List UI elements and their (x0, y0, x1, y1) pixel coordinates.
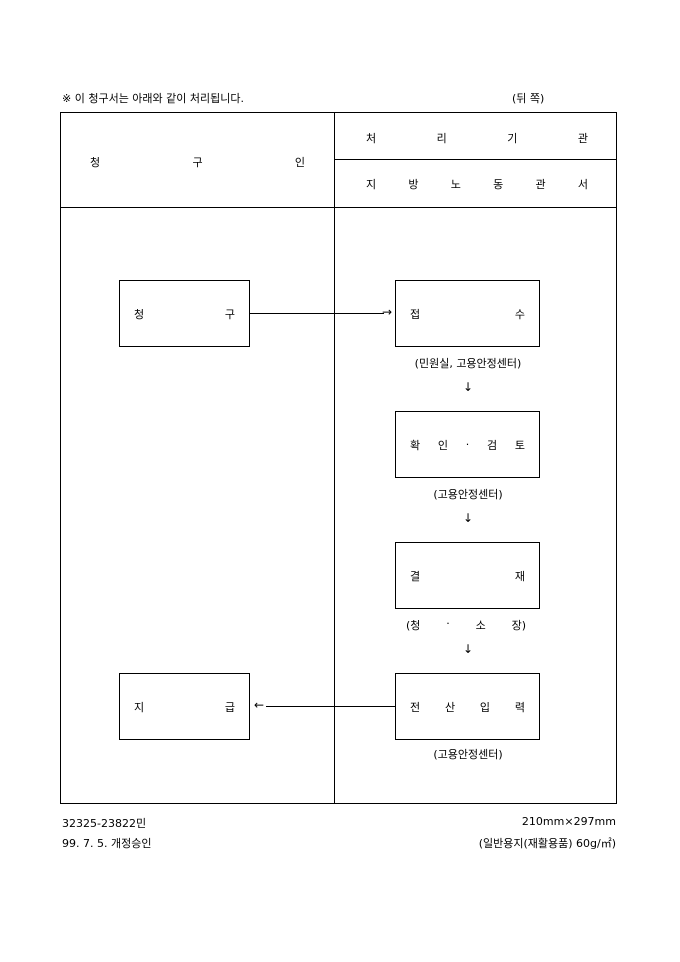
processing-org-name-char: 동 (493, 178, 504, 191)
data-entry-box-char: 력 (514, 700, 525, 714)
form-number: 32325-23822민 (62, 817, 147, 830)
header-bottom-line (60, 207, 617, 208)
data-entry-box-char: 전 (410, 700, 421, 714)
approval-box-char: 결 (410, 569, 421, 583)
processing-org-header-char: 기 (507, 132, 518, 145)
claimant-header-char: 인 (294, 156, 305, 169)
processing-org-header-char: 처 (366, 132, 377, 145)
processing-org-header-char: 리 (436, 132, 447, 145)
processing-org-name: 지 방 노 동 관 서 (366, 176, 588, 192)
processing-org-header: 처 리 기 관 (366, 130, 588, 146)
right-arrow-icon: → (382, 305, 393, 319)
approval-caption-char: · (446, 617, 450, 630)
verification-review-box: 확 인 · 검 토 (395, 411, 540, 478)
data-entry-box-char: 산 (444, 700, 456, 714)
verification-box-char: 확 (410, 438, 421, 452)
processing-org-name-char: 관 (535, 178, 546, 191)
claim-box: 청 구 (119, 280, 250, 347)
payment-box-char: 급 (224, 700, 235, 714)
verification-box-char: 토 (514, 438, 525, 452)
claimant-header-char: 청 (90, 156, 101, 169)
processing-note: ※ 이 청구서는 아래와 같이 처리됩니다. (62, 92, 244, 105)
column-divider (334, 112, 335, 804)
data-entry-box: 전 산 입 력 (395, 673, 540, 740)
entry-to-payment-line (266, 706, 395, 707)
claim-box-char: 청 (134, 307, 145, 321)
paper-spec: (일반용지(재활용품) 60g/㎡) (478, 837, 616, 850)
org-header-divider (334, 159, 617, 160)
approval-caption-char: 장) (511, 619, 526, 632)
receipt-box-char: 수 (514, 307, 525, 321)
verification-caption: (고용안정센터) (433, 488, 503, 501)
approval-caption: (청 · 소 장) (406, 617, 526, 633)
approval-caption-char: (청 (406, 619, 421, 632)
receipt-caption: (민원실, 고용안정센터) (414, 357, 522, 370)
paper-size: 210mm×297mm (521, 815, 616, 828)
claimant-header: 청 구 인 (90, 154, 305, 170)
down-arrow-icon: ↓ (462, 511, 474, 525)
back-side-label: (뒤 쪽) (512, 92, 545, 105)
approval-box: 결 재 (395, 542, 540, 609)
processing-org-header-char: 관 (577, 132, 588, 145)
verification-box-char: 인 (437, 438, 448, 452)
receipt-box-char: 접 (410, 307, 421, 321)
approval-caption-char: 소 (475, 619, 486, 632)
data-entry-caption: (고용안정센터) (433, 748, 503, 761)
processing-org-name-char: 방 (408, 178, 419, 191)
claim-to-receipt-line (250, 313, 384, 314)
processing-org-name-char: 노 (450, 178, 461, 191)
data-entry-box-char: 입 (479, 700, 491, 714)
approval-date: 99. 7. 5. 개정승인 (62, 837, 152, 850)
process-table (60, 112, 617, 804)
receipt-box: 접 수 (395, 280, 540, 347)
claimant-header-char: 구 (192, 156, 203, 169)
payment-box-char: 지 (134, 700, 145, 714)
verification-box-char: 검 (487, 438, 498, 452)
approval-box-char: 재 (514, 569, 525, 583)
left-arrow-icon: ← (254, 698, 265, 712)
payment-box: 지 급 (119, 673, 250, 740)
claim-box-char: 구 (224, 307, 235, 321)
processing-org-name-char: 서 (577, 178, 588, 191)
processing-org-name-char: 지 (366, 178, 377, 191)
down-arrow-icon: ↓ (462, 380, 474, 394)
verification-box-char: · (465, 438, 470, 451)
down-arrow-icon: ↓ (462, 642, 474, 656)
